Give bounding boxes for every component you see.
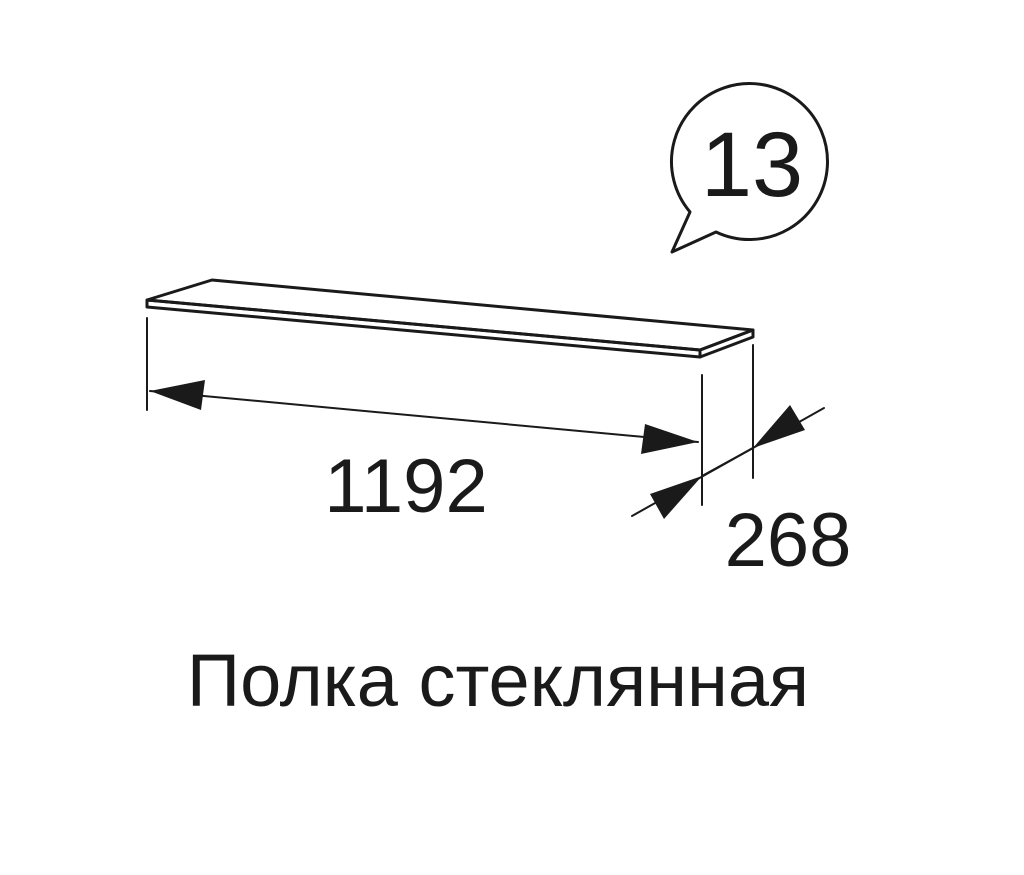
- callout-number: 13: [701, 114, 803, 216]
- callout-bubble: 13: [670, 82, 829, 254]
- extension-lines: [146, 317, 754, 506]
- callout-bubble-outline: [670, 82, 829, 254]
- length-dimension: 1192: [149, 380, 699, 529]
- depth-arrow-lower: [650, 476, 702, 519]
- length-dimension-line: [149, 390, 699, 443]
- depth-dimension-connector: [701, 447, 754, 477]
- depth-dimension: 268: [631, 405, 852, 583]
- length-arrow-left: [150, 380, 205, 410]
- shelf-side-face: [698, 328, 755, 359]
- glass-shelf: [145, 278, 755, 359]
- part-caption: Полка стеклянная: [187, 639, 809, 722]
- length-arrow-right: [641, 424, 698, 454]
- depth-dimension-label: 268: [725, 498, 852, 583]
- shelf-front-face: [145, 298, 702, 359]
- length-dimension-label: 1192: [324, 444, 487, 529]
- depth-arrow-upper: [753, 405, 805, 448]
